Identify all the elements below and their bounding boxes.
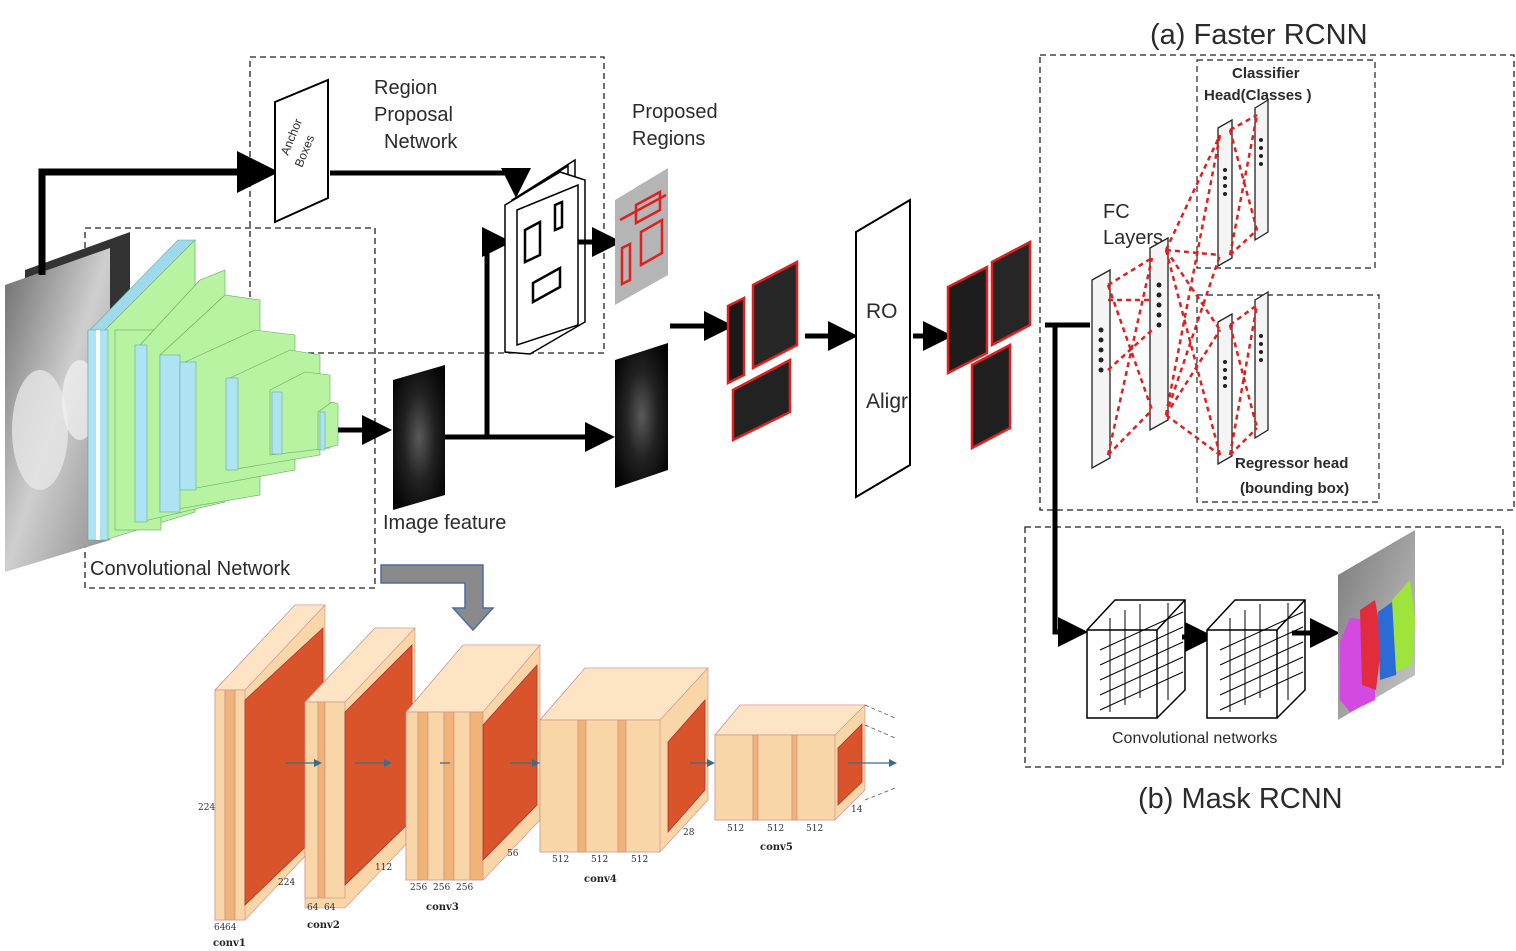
- roi-label-2: Aligr: [866, 390, 908, 413]
- conv-network-label: Convolutional Network: [90, 558, 291, 580]
- mask-rcnn-box: [1024, 526, 1504, 768]
- vgg-conv1-side: 224: [198, 803, 215, 813]
- mask-conv-block-2: [1206, 599, 1306, 719]
- vgg-conv2-ch2: 64: [324, 903, 336, 913]
- vgg-conv5: [714, 704, 866, 821]
- vgg-conv3-ch2: 256: [433, 883, 450, 893]
- mask-conv-block-1: [1086, 599, 1186, 719]
- vgg-conv2-name: conv2: [307, 920, 340, 931]
- rpn-dashed-box: [249, 56, 605, 354]
- fc-layers: [1091, 98, 1269, 470]
- proposed-regions-image: [615, 168, 668, 305]
- vgg-conv3-size: 56: [507, 849, 519, 859]
- roi-align-block: RO Aligr: [855, 198, 911, 499]
- to-mask-arrow: [1052, 325, 1088, 647]
- vgg-conv4-ch3: 512: [631, 855, 648, 865]
- rpn-label-2: Proposal: [374, 104, 453, 126]
- image-feature-label: Image feature: [383, 512, 506, 534]
- vgg-conv5-ch3: 512: [806, 824, 823, 834]
- anchor-to-rpn-arrow: [330, 168, 531, 198]
- mask-rcnn-title: (b) Mask RCNN: [1138, 783, 1343, 815]
- mask-conv-label: Convolutional networks: [1112, 730, 1277, 747]
- vgg-conv2-size: 112: [375, 863, 392, 873]
- vgg-conv1-ch1: 64: [214, 923, 226, 933]
- segmentation-output-image: [1338, 530, 1415, 720]
- rpn-sheets: [504, 158, 586, 355]
- vgg-conv5-ch1: 512: [727, 824, 744, 834]
- cnn-layers: [87, 239, 339, 541]
- fc-label-1: FC: [1103, 201, 1130, 223]
- vgg-conv2-ch1: 64: [307, 903, 319, 913]
- anchor-boxes: Anchor Boxes: [274, 78, 329, 224]
- roi-label-1: RO: [866, 300, 898, 323]
- vgg-network: 224 64 64 224 conv1 64 64 112 conv2 256 …: [198, 604, 897, 949]
- image-feature-map: [393, 365, 445, 510]
- fc-connections: [1106, 113, 1259, 457]
- image-to-anchor-arrow: [38, 151, 279, 275]
- vgg-conv5-name: conv5: [760, 842, 793, 853]
- aligned-regions: [946, 239, 1032, 451]
- faster-rcnn-title: (a) Faster RCNN: [1150, 19, 1368, 51]
- classifier-label-1: Classifier: [1232, 65, 1300, 82]
- vgg-conv4-name: conv4: [584, 874, 617, 885]
- regressor-head-box: [1196, 294, 1380, 503]
- classifier-label-2: Head(Classes ): [1204, 87, 1312, 104]
- rpn-label-1: Region: [374, 77, 437, 99]
- vgg-conv1-size: 224: [278, 878, 295, 888]
- regressor-label-2: (bounding box): [1240, 480, 1349, 497]
- fc-label-2: Layers: [1103, 227, 1163, 249]
- proposed-label-1: Proposed: [632, 101, 718, 123]
- vgg-conv4-ch2: 512: [591, 855, 608, 865]
- vgg-conv2: [304, 627, 416, 909]
- classifier-head-box: [1196, 59, 1376, 269]
- expand-arrow: [380, 564, 495, 632]
- rpn-label-3: Network: [384, 131, 458, 153]
- vgg-conv3-ch1: 256: [410, 883, 427, 893]
- vgg-conv5-size: 14: [851, 805, 863, 815]
- vgg-conv3-ch3: 256: [456, 883, 473, 893]
- vgg-conv4: [539, 667, 709, 853]
- vgg-conv5-ch2: 512: [767, 824, 784, 834]
- cropped-regions: [726, 259, 799, 443]
- faster-rcnn-head-box: [1039, 54, 1515, 511]
- vgg-conv4-size: 28: [683, 828, 695, 838]
- vgg-conv3-name: conv3: [426, 902, 459, 913]
- vgg-conv1-name: conv1: [213, 938, 246, 949]
- feature-map-copy: [615, 343, 668, 488]
- vgg-conv1-ch2: 64: [225, 923, 237, 933]
- regressor-label-1: Regressor head: [1235, 455, 1348, 472]
- feature-to-rpn-arrow: [482, 227, 512, 437]
- vgg-conv4-ch1: 512: [552, 855, 569, 865]
- vgg-conv1: [214, 604, 326, 921]
- proposed-label-2: Regions: [632, 128, 705, 150]
